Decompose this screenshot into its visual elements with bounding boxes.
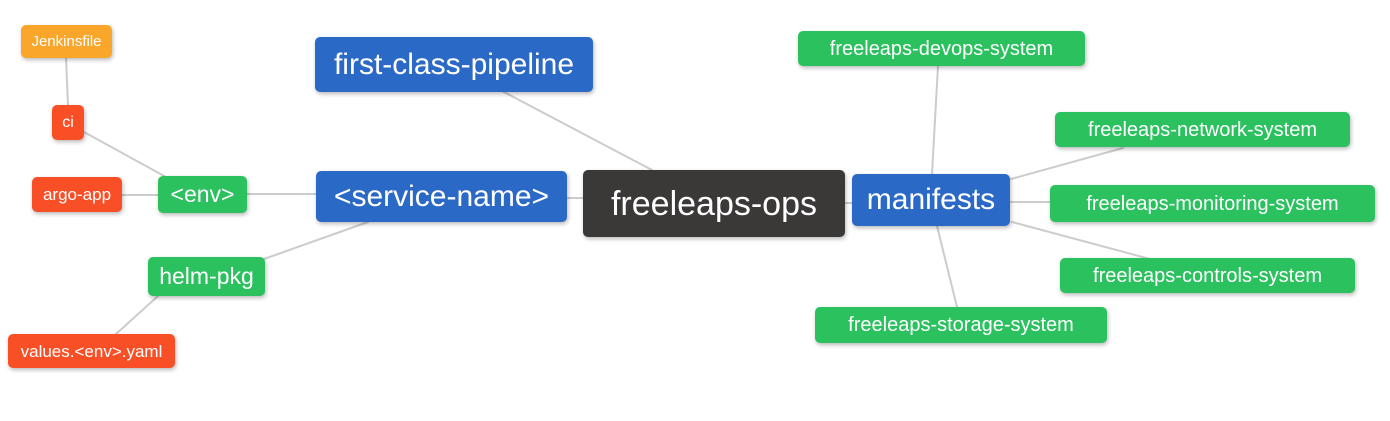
node-manifests[interactable]: manifests	[852, 174, 1010, 226]
edge-manifests-freeleaps-devops-system	[931, 65, 939, 175]
edge-helm-pkg-service-name	[263, 221, 369, 260]
node-argo-app[interactable]: argo-app	[32, 177, 122, 212]
node-jenkinsfile[interactable]: Jenkinsfile	[21, 25, 112, 58]
node-freeleaps-network-system[interactable]: freeleaps-network-system	[1055, 112, 1350, 147]
edge-manifests-freeleaps-controls-system	[1011, 221, 1151, 260]
edge-jenkinsfile-ci	[65, 57, 69, 106]
node-ci[interactable]: ci	[52, 105, 84, 140]
node-freeleaps-ops[interactable]: freeleaps-ops	[583, 170, 845, 237]
edge-manifests-freeleaps-storage-system	[936, 225, 958, 308]
node-env[interactable]: <env>	[158, 176, 247, 213]
edge-first-class-pipeline-freeleaps-ops	[501, 90, 653, 171]
edge-values-env-yaml-helm-pkg	[115, 295, 159, 335]
node-freeleaps-storage-system[interactable]: freeleaps-storage-system	[815, 307, 1107, 343]
node-helm-pkg[interactable]: helm-pkg	[148, 257, 265, 296]
node-freeleaps-controls-system[interactable]: freeleaps-controls-system	[1060, 258, 1355, 293]
edge-manifests-freeleaps-network-system	[1010, 147, 1124, 180]
node-freeleaps-monitoring-system[interactable]: freeleaps-monitoring-system	[1050, 185, 1375, 222]
node-service-name[interactable]: <service-name>	[316, 171, 567, 222]
node-values-env-yaml[interactable]: values.<env>.yaml	[8, 334, 175, 368]
node-first-class-pipeline[interactable]: first-class-pipeline	[315, 37, 593, 92]
node-freeleaps-devops-system[interactable]: freeleaps-devops-system	[798, 31, 1085, 66]
edge-ci-env	[83, 131, 167, 178]
